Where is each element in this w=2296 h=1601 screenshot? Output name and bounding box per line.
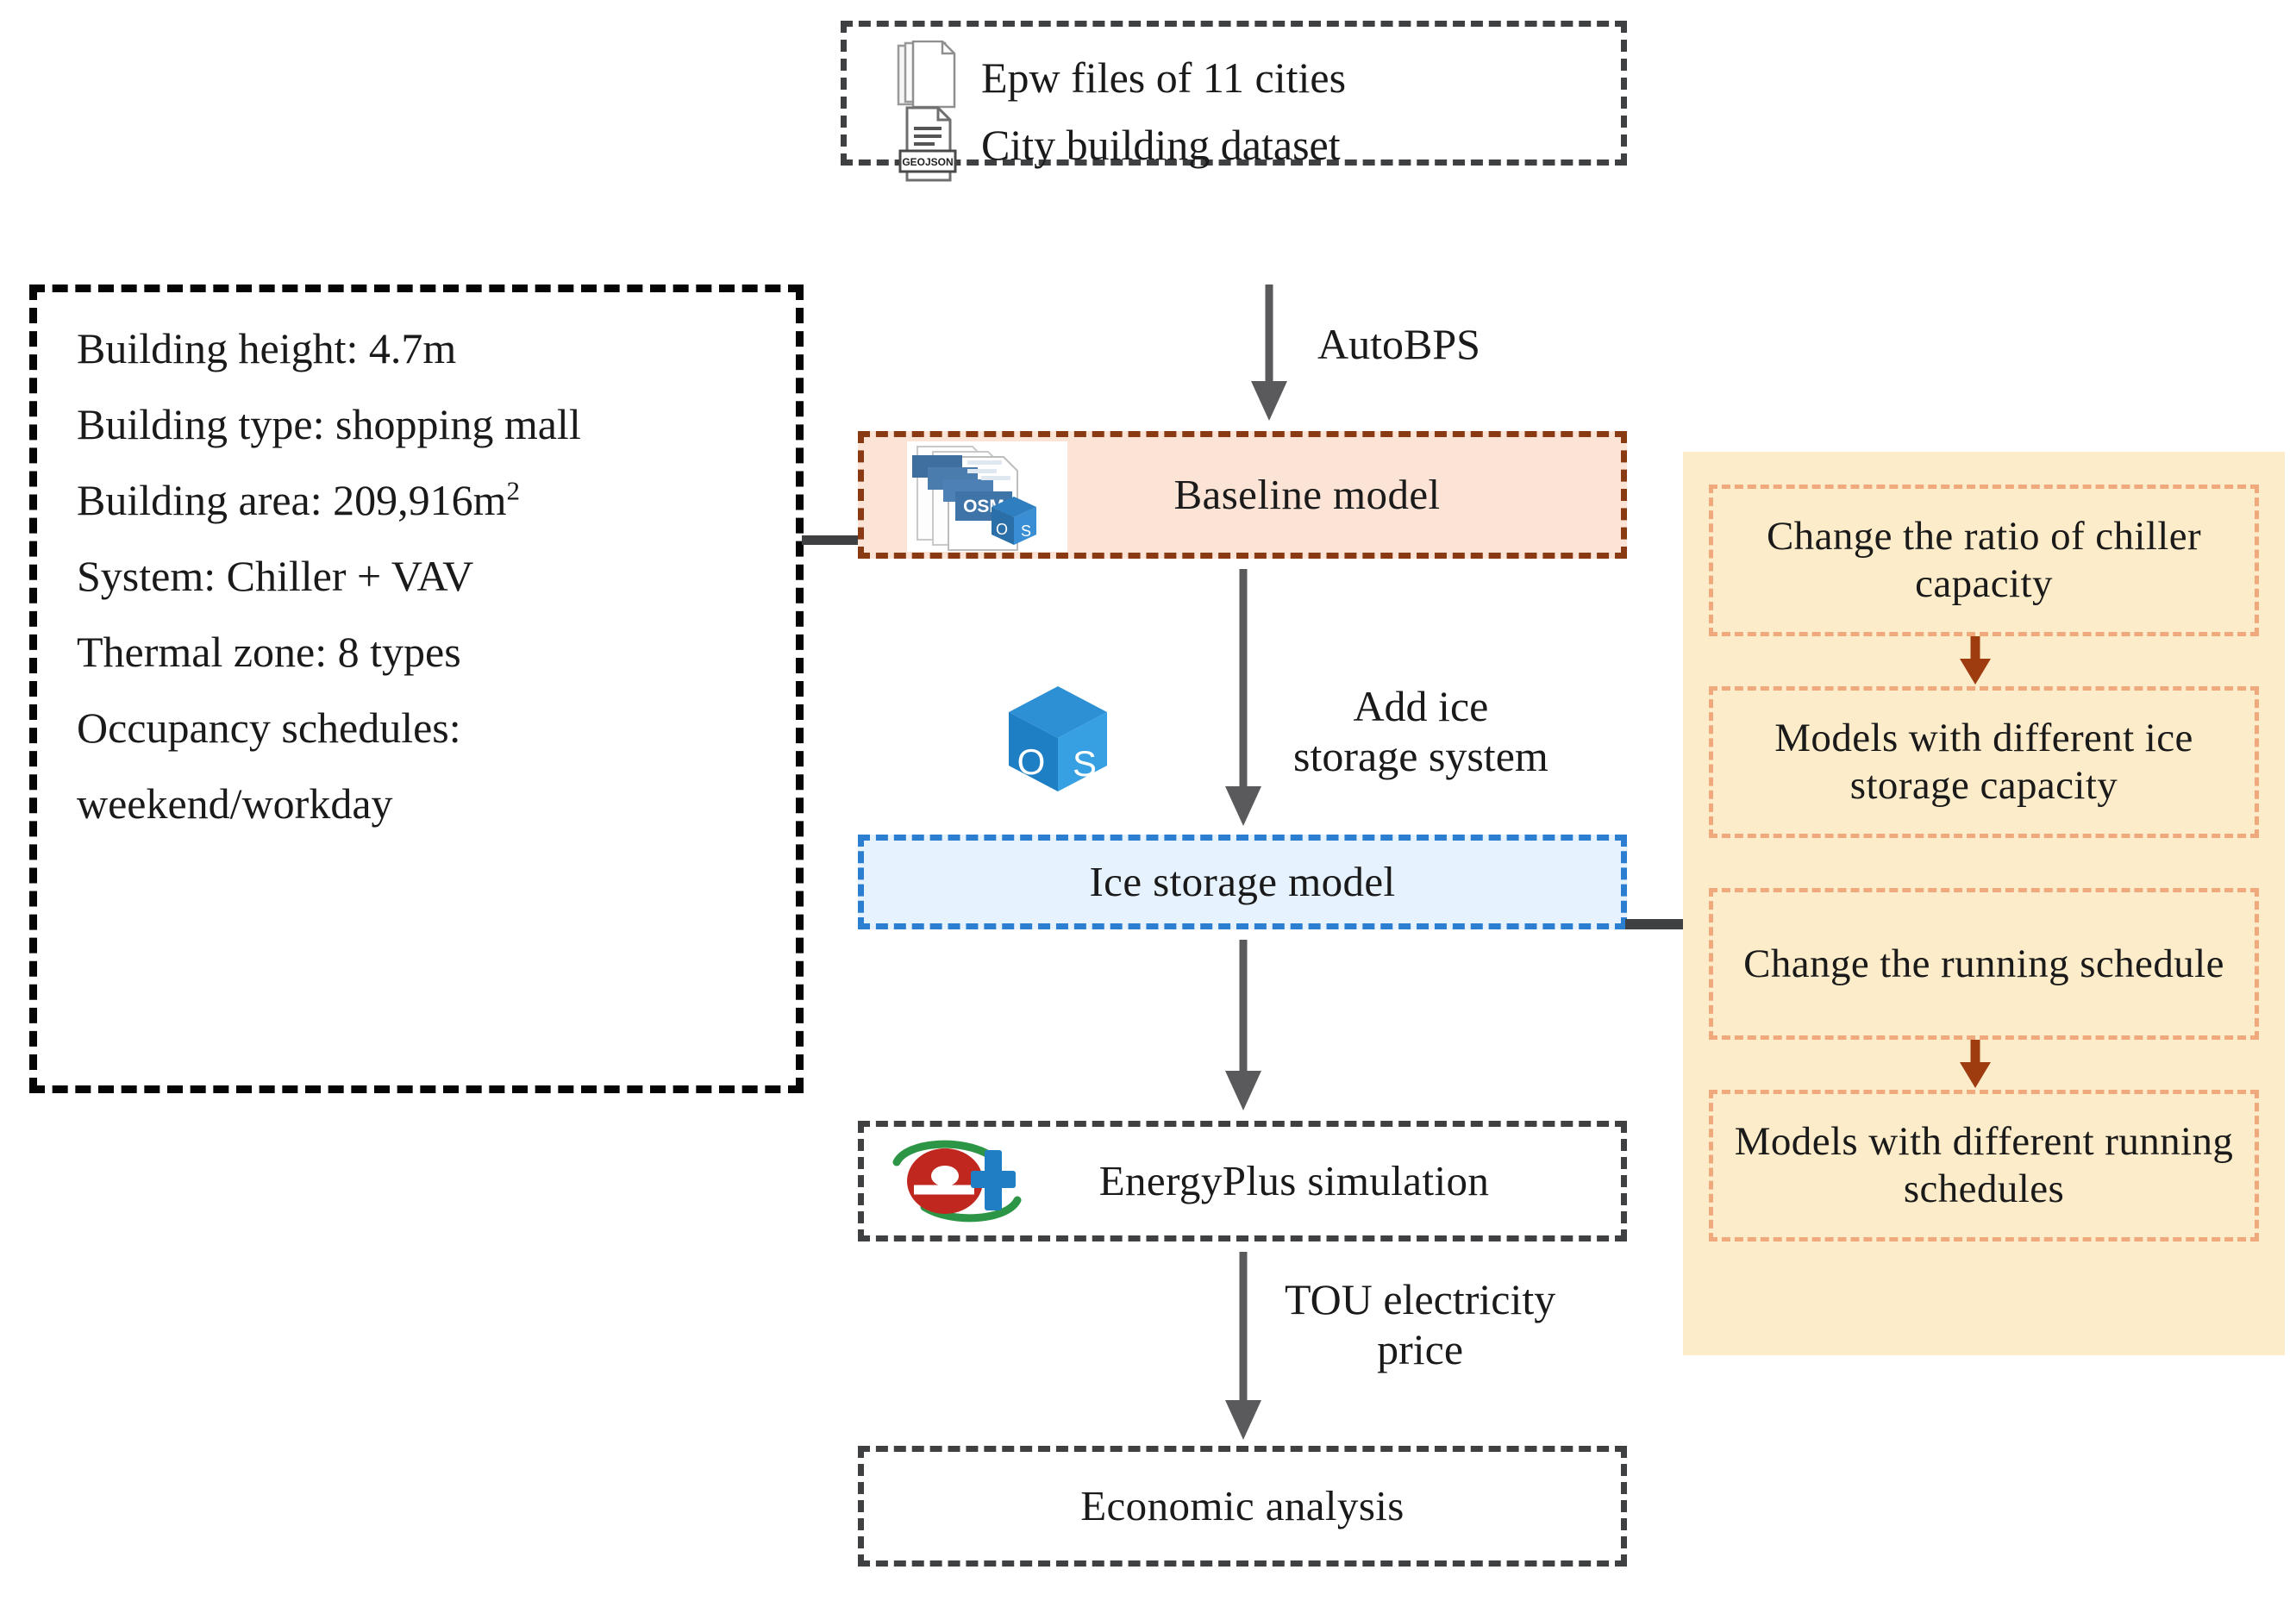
arrow-label-autobps: AutoBPS bbox=[1317, 320, 1480, 368]
variation-box-chiller-ratio: Change the ratio of chiller capacity bbox=[1709, 485, 2259, 636]
variation-box-running-schedules-models: Models with different running schedules bbox=[1709, 1090, 2259, 1241]
source-label-epw: Epw files of 11 cities bbox=[981, 53, 1347, 102]
spec-line: Occupancy schedules: bbox=[77, 704, 461, 752]
spec-line: weekend/workday bbox=[77, 779, 393, 828]
energyplus-simulation-box: EnergyPlus simulation bbox=[858, 1121, 1627, 1241]
economic-analysis-box: Economic analysis bbox=[858, 1446, 1627, 1567]
baseline-model-label: Baseline model bbox=[1173, 470, 1441, 518]
arrow-variation-1-to-2 bbox=[1950, 636, 2000, 686]
parameter-variations-panel: Change the ratio of chiller capacity Mod… bbox=[1683, 452, 2285, 1355]
source-label-geojson: City building dataset bbox=[981, 121, 1341, 169]
connector-spec-to-baseline bbox=[802, 535, 864, 545]
geojson-file-icon: GEOJSON bbox=[897, 106, 959, 184]
arrow-label-add-ice-storage: Add ice storage system bbox=[1293, 682, 1548, 780]
svg-text:O: O bbox=[996, 521, 1008, 538]
spec-line: Building area: 209,916m2 bbox=[77, 475, 521, 524]
connector-ice-to-variations bbox=[1625, 919, 1694, 929]
source-row-epw: Epw files of 11 cities bbox=[897, 40, 1347, 115]
arrow-tou-price bbox=[1217, 1252, 1269, 1442]
openstudio-cube-icon: O S bbox=[1000, 681, 1116, 797]
arrow-label-tou-price: TOU electricity price bbox=[1285, 1275, 1556, 1373]
variation-label: Models with different running schedules bbox=[1734, 1119, 2234, 1211]
variation-label: Change the ratio of chiller capacity bbox=[1766, 514, 2202, 606]
svg-text:GEOJSON: GEOJSON bbox=[902, 156, 953, 168]
variation-label: Models with different ice storage capaci… bbox=[1774, 716, 2193, 808]
epw-files-icon bbox=[897, 40, 959, 115]
source-row-geojson: GEOJSON City building dataset bbox=[897, 106, 1341, 184]
svg-text:S: S bbox=[1021, 522, 1031, 540]
ice-storage-model-label: Ice storage model bbox=[1089, 857, 1396, 905]
ice-storage-model-box: Ice storage model bbox=[858, 835, 1627, 929]
spec-superscript: 2 bbox=[506, 475, 521, 506]
economic-analysis-label: Economic analysis bbox=[1080, 1481, 1405, 1529]
energyplus-logo-icon bbox=[888, 1136, 1035, 1226]
spec-line: System: Chiller + VAV bbox=[77, 552, 474, 600]
variation-label: Change the running schedule bbox=[1743, 941, 2224, 986]
spec-line: Thermal zone: 8 types bbox=[77, 628, 461, 676]
arrow-add-ice-storage bbox=[1217, 569, 1269, 828]
arrow-autobps bbox=[1243, 285, 1295, 422]
arrow-ice-to-eplus bbox=[1217, 940, 1269, 1112]
variation-box-running-schedule: Change the running schedule bbox=[1709, 888, 2259, 1040]
spec-line: Building type: shopping mall bbox=[77, 400, 581, 448]
svg-text:O: O bbox=[1017, 741, 1046, 782]
svg-text:S: S bbox=[1073, 743, 1097, 784]
osm-files-icon: OSM O S bbox=[907, 441, 1067, 552]
variation-box-ice-storage-capacity: Models with different ice storage capaci… bbox=[1709, 686, 2259, 838]
data-sources-box: Epw files of 11 cities GEOJSON City buil… bbox=[841, 21, 1627, 182]
spec-line: Building height: 4.7m bbox=[77, 324, 457, 372]
building-specification-box: Building height: 4.7m Building type: sho… bbox=[29, 285, 804, 1093]
arrow-variation-3-to-4 bbox=[1950, 1040, 2000, 1090]
energyplus-simulation-label: EnergyPlus simulation bbox=[1098, 1156, 1490, 1204]
